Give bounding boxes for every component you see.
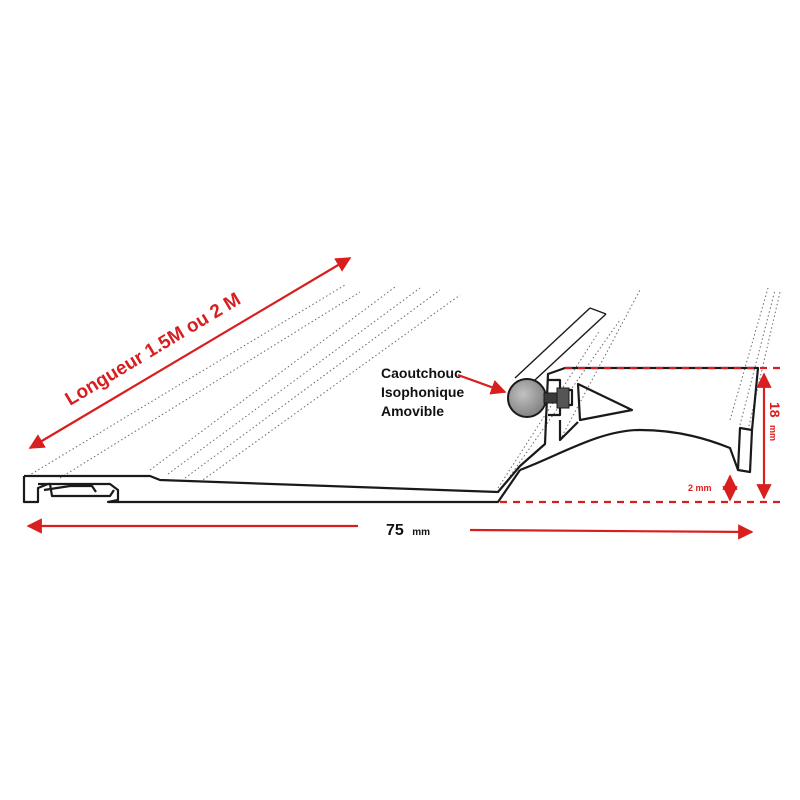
seal-label-line3: Amovible [381, 403, 444, 419]
seal-label-line2: Isophonique [381, 384, 464, 400]
width-label: 75 mm [386, 522, 430, 539]
left-channel [24, 366, 760, 494]
height-value: 18 [767, 402, 783, 418]
left-slot-inner [43, 484, 97, 493]
width-unit: mm [412, 527, 430, 538]
rubber-seal [507, 378, 570, 418]
height-dimension: 18 mm [500, 366, 783, 504]
inner-triangle [576, 382, 634, 422]
width-dimension: 75 mm [26, 518, 754, 540]
seal-housing [548, 378, 574, 417]
seal-label-line1: Caoutchouc [381, 365, 462, 381]
profile-cross-section [22, 366, 760, 504]
seal-callout: Caoutchouc Isophonique Amovible [381, 365, 507, 419]
height-unit: mm [768, 425, 778, 441]
right-body [519, 428, 740, 472]
profile-bottom-edge [22, 469, 521, 504]
length-dimension: Longueur 1.5M ou 2 M [28, 257, 352, 449]
seal-plane-edge [514, 307, 607, 393]
width-value: 75 [386, 522, 404, 539]
length-label: Longueur 1.5M ou 2 M [62, 289, 245, 410]
housing-stem [558, 420, 579, 442]
small-height-dimension: 2 mm [688, 474, 738, 502]
height-label: 18 mm [766, 402, 783, 441]
left-slot [38, 482, 115, 498]
small-height-label: 2 mm [688, 483, 712, 493]
